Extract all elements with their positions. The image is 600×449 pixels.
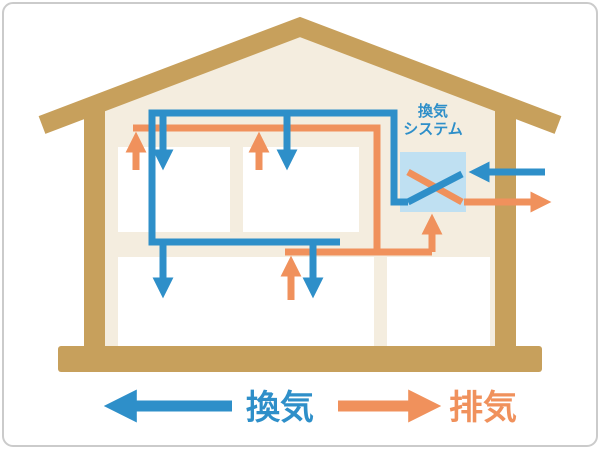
foundation-base	[58, 346, 542, 372]
legend: 換気 排気	[103, 388, 517, 428]
unit-label-line2: システム	[403, 120, 463, 138]
intake-duct-main	[148, 109, 408, 246]
roof-beam	[38, 16, 562, 134]
wall-right	[495, 104, 516, 360]
unit-cross-blue	[406, 170, 464, 206]
room-lower-right	[387, 257, 490, 346]
room-lower-left	[118, 257, 374, 346]
legend-exhaust-label: 排気	[449, 388, 517, 428]
wall-left	[84, 104, 105, 360]
unit-label-line1: 換気	[418, 102, 448, 120]
exhaust-duct-upper	[133, 124, 381, 252]
legend-intake-label: 換気	[246, 388, 314, 428]
